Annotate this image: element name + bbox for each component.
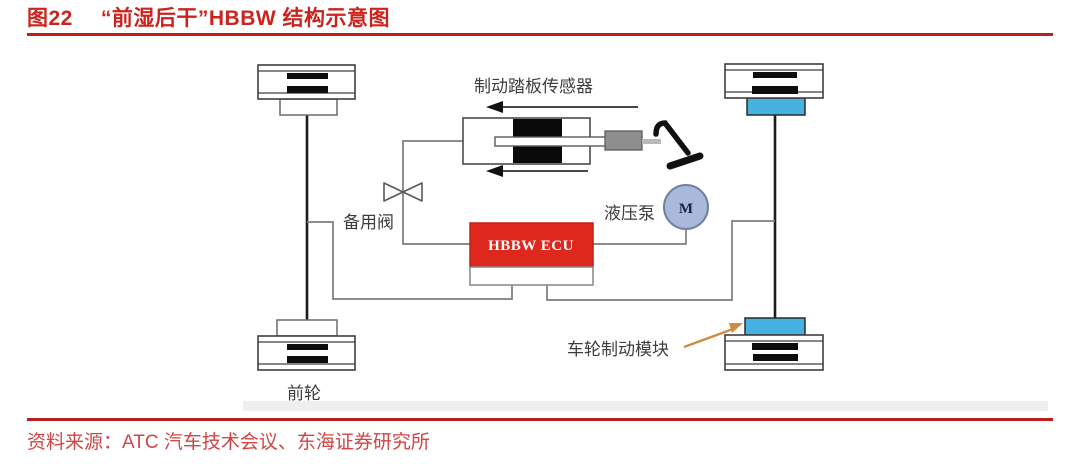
figure-title-text: “前湿后干”HBBW 结构示意图 xyxy=(100,7,391,30)
rear-right-wheel xyxy=(724,317,824,371)
ecu-to-front-wheel-line xyxy=(307,221,513,300)
ecu-to-rear-wheel-line xyxy=(546,220,775,301)
rear-left-wheel xyxy=(724,63,824,116)
backup-valve-label: 备用阀 xyxy=(343,213,394,232)
title-divider-line xyxy=(27,33,1053,36)
pump-to-ecu-line xyxy=(593,229,687,245)
front-wheel-label: 前轮 xyxy=(287,384,321,403)
wheel-brake-module-bottom xyxy=(744,317,806,336)
pedal-travel-arrow-bottom xyxy=(486,165,588,177)
wheel-brake-module-top xyxy=(746,97,806,116)
wheel-brake-module-label: 车轮制动模块 xyxy=(567,340,669,359)
motor-letter: M xyxy=(679,201,693,217)
hbbw-ecu-box: HBBW ECU xyxy=(469,222,594,286)
ecu-base-plate xyxy=(469,266,594,286)
pedal-travel-arrow-top xyxy=(486,101,638,113)
data-source-note: 资料来源：ATC 汽车技术会议、东海证券研究所 xyxy=(27,432,430,453)
hydraulic-pump-label: 液压泵 xyxy=(604,204,655,223)
hydraulic-pump-icon: M xyxy=(663,184,709,230)
pushrod xyxy=(642,139,661,144)
brake-master-cylinder xyxy=(462,117,661,165)
caliper-bracket xyxy=(276,319,338,337)
front-left-wheel-bottom xyxy=(257,319,356,371)
figure-title: 图22 “前湿后干”HBBW 结构示意图 xyxy=(27,2,390,32)
pedal-sensor-label: 制动踏板传感器 xyxy=(474,77,593,96)
module-pointer-arrow xyxy=(683,323,743,349)
brake-pedal-icon xyxy=(653,120,704,170)
footer-divider-line xyxy=(27,418,1053,421)
pushrod-coupler xyxy=(604,130,643,151)
front-left-wheel xyxy=(257,64,356,116)
piston-rod xyxy=(494,136,608,147)
figure-bottom-band xyxy=(243,401,1048,411)
backup-valve-icon xyxy=(383,182,423,202)
ecu-label: HBBW ECU xyxy=(488,238,574,254)
caliper-bracket xyxy=(279,98,338,116)
figure-number: 图22 xyxy=(27,7,73,30)
